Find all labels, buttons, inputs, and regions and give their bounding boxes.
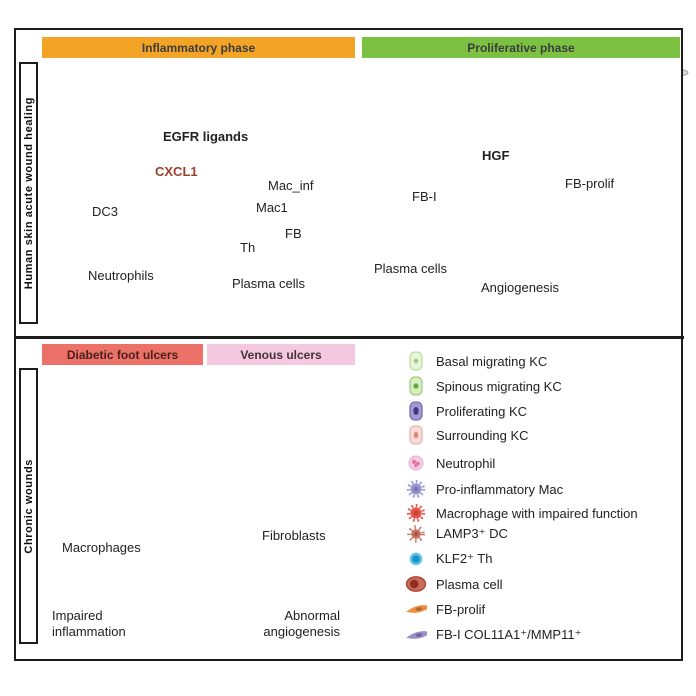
pro-inflammatory-mac-icon [405, 478, 427, 500]
fb-prolif-icon [405, 598, 427, 620]
label-impaired-inflammation: Impaired inflammation [52, 608, 126, 640]
legend-item-plasma-cell: Plasma cell [405, 573, 502, 595]
macrophage-impaired-icon [405, 502, 427, 524]
label-angiogenesis: Angiogenesis [481, 280, 560, 295]
legend-item-pro-inflammatory-mac: Pro-inflammatory Mac [405, 478, 563, 500]
section-divider [14, 336, 684, 339]
label-abnormal-angiogenesis: Abnormal angiogenesis [263, 608, 340, 640]
label-fibroblasts: Fibroblasts [262, 528, 326, 543]
fb-i-icon [405, 624, 427, 646]
label-neutrophils: Neutrophils [88, 268, 154, 283]
label-fb: FB [285, 226, 302, 241]
legend-item-proliferating-kc: Proliferating KC [405, 400, 527, 422]
label-mac-inf: Mac_inf [268, 178, 314, 193]
legend-item-basal-migrating-kc: Basal migrating KC [405, 350, 547, 372]
lamp3-dc-icon [405, 523, 427, 545]
label-fb-prolif: FB-prolif [565, 176, 615, 191]
label-cxcl1: CXCL1 [155, 164, 198, 179]
label-macrophages: Macrophages [62, 540, 141, 555]
label-th: Th [240, 240, 256, 255]
legend-item-neutrophil: Neutrophil [405, 452, 495, 474]
label-hgf: HGF [482, 148, 510, 163]
row-label-acute-text: Human skin acute wound healing [22, 96, 35, 290]
label-plasma-cells-left: Plasma cells [232, 276, 305, 291]
legend-item-fb-prolif: FB-prolif [405, 598, 485, 620]
label-fb-i: FB-I [412, 189, 437, 204]
row-label-chronic: Chronic wounds [19, 368, 38, 644]
plasma-cell-icon [405, 573, 427, 595]
header-diabetic-foot-ulcers: Diabetic foot ulcers [42, 344, 203, 365]
legend-item-lamp3-dc: LAMP3⁺ DC [405, 523, 508, 545]
spinous-migrating-kc-icon [405, 375, 427, 397]
proliferating-kc-icon [405, 400, 427, 422]
legend-item-surrounding-kc: Surrounding KC [405, 424, 529, 446]
header-venous-ulcers: Venous ulcers [207, 344, 355, 365]
label-egfr-ligands: EGFR ligands [163, 129, 249, 144]
legend-item-klf2-th: KLF2⁺ Th [405, 548, 492, 570]
label-mac1: Mac1 [256, 200, 288, 215]
row-label-acute: Human skin acute wound healing [19, 62, 38, 324]
legend: Basal migrating KC Spinous migrating KC … [405, 350, 675, 650]
legend-item-spinous-migrating-kc: Spinous migrating KC [405, 375, 562, 397]
header-inflammatory-phase: Inflammatory phase [42, 37, 355, 58]
surrounding-kc-icon [405, 424, 427, 446]
header-proliferative-phase: Proliferative phase [362, 37, 680, 58]
label-dc3: DC3 [92, 204, 119, 219]
legend-item-macrophage-impaired: Macrophage with impaired function [405, 502, 638, 524]
label-plasma-cells-right: Plasma cells [374, 261, 447, 276]
legend-item-fb-i: FB-I COL11A1⁺/MMP11⁺ [405, 624, 581, 646]
row-label-chronic-text: Chronic wounds [22, 458, 35, 554]
klf2-th-icon [405, 548, 427, 570]
basal-migrating-kc-icon [405, 350, 427, 372]
neutrophil-icon [405, 452, 427, 474]
